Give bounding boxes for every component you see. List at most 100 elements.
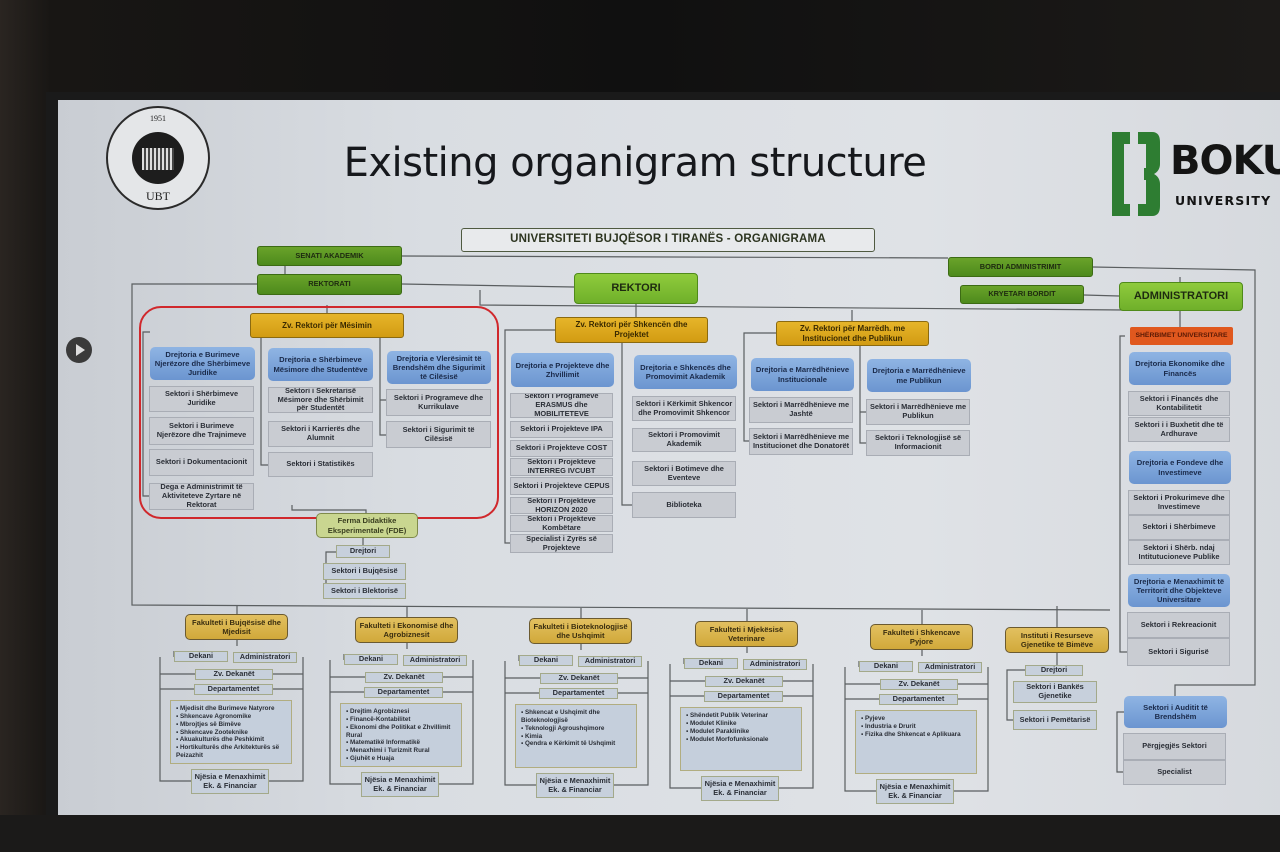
sector-box: Sektori i Shërbimeve	[1128, 515, 1230, 540]
sector-box-label: Sektori i Sigurimit të Cilësisë	[402, 424, 475, 443]
sector-box: Sektori i Programeve ERASMUS dhe MOBILIT…	[510, 393, 613, 418]
administratori-box: Administratori	[743, 659, 807, 670]
dekani-box: Dekani	[684, 658, 738, 669]
directorate-box-label: Drejtoria e Projekteve dhe Zhvillimit	[515, 360, 610, 379]
vr-relations-box-label: Zv. Rektori për Marrëdh. me Institucione…	[799, 323, 906, 343]
sector-box-label: Sektori i Shërbimeve	[1142, 522, 1216, 532]
bordi-administrimit-box-label: BORDI ADMINISTRIMIT	[979, 261, 1062, 271]
connector-line	[669, 664, 701, 789]
sector-box-label: Biblioteka	[666, 499, 702, 509]
department-item: Modulet Morfofunksionale	[686, 736, 796, 744]
fde-box-label: Ferma Didaktike Eksperimentale (FDE)	[327, 516, 407, 535]
kryetari-bordit-box: KRYETARI BORDIT	[960, 285, 1084, 304]
directorate-box: Drejtoria e Shërbimeve Mësimore dhe Stud…	[268, 348, 373, 381]
sector-box: Biblioteka	[632, 492, 736, 518]
directorate-box: Drejtoria e Marrëdhënieve Institucionale	[751, 358, 854, 391]
bordi-administrimit-box: BORDI ADMINISTRIMIT	[948, 257, 1093, 277]
boku-bracket-icon	[1112, 132, 1160, 216]
play-icon[interactable]	[66, 337, 92, 363]
institute-drejtori-box: Drejtori	[1025, 665, 1083, 676]
sector-box: Sektori i Marrëdhënieve me Jashtë	[749, 397, 853, 423]
faculty-box: Fakulteti i Mjekësisë Veterinare	[695, 621, 798, 647]
njesia-box: Njësia e Menaxhimit Ek. & Financiar	[536, 773, 614, 798]
sector-box: Sektori i Sekretarisë Mësimore dhe Shërb…	[268, 387, 373, 413]
zv-dekanet-box-label: Zv. Dekanët	[898, 679, 940, 689]
directorate-box: Drejtoria e Fondeve dhe Investimeve	[1129, 451, 1231, 484]
vr-teaching-box: Zv. Rektori për Mësimin	[250, 313, 404, 338]
connector-line	[954, 667, 989, 792]
department-item: Industria e Drurit	[861, 723, 971, 731]
sector-box: Sektori i Pemëtarisë	[1013, 710, 1097, 730]
njesia-box: Njësia e Menaxhimit Ek. & Financiar	[191, 769, 269, 794]
ubt-logo: 1951 UBT	[106, 106, 210, 210]
dekani-box-label: Dekani	[873, 661, 899, 671]
administratori-box: Administratori	[918, 662, 982, 673]
department-item: Matematikë Informatikë	[346, 739, 456, 747]
sector-box-label: Sektori i Financës dhe Kontabilitetit	[1139, 393, 1219, 412]
department-item: Pyjeve	[861, 715, 971, 723]
rektorati-box: REKTORATI	[257, 274, 402, 295]
sector-box-label: Sektori i Projekteve COST	[515, 443, 608, 453]
departamentet-box-label: Departamentet	[552, 688, 605, 698]
sector-box-label: Sektori i Marrëdhënieve me Jashtë	[752, 400, 850, 418]
department-item: Shkencave Zooteknike	[176, 729, 286, 737]
connector-line	[401, 283, 575, 288]
rektori-box-label: REKTORI	[611, 281, 661, 294]
connector-line	[844, 667, 876, 792]
njesia-box-label: Njësia e Menaxhimit Ek. & Financiar	[539, 775, 611, 794]
administratori-box-label: Administratori	[924, 662, 976, 672]
dekani-box-label: Dekani	[533, 655, 559, 665]
building-emblem-icon	[132, 132, 184, 184]
administratori-box-label: Administratori	[239, 652, 291, 662]
vr-science-box-label: Zv. Rektori për Shkencën dhe Projektet	[575, 320, 688, 339]
sector-box-label: Specialist	[1157, 767, 1192, 777]
sector-box-label: Sektori i Shërbimeve Juridike	[164, 389, 239, 407]
connector-line	[1116, 711, 1124, 773]
directorate-box: Drejtoria e Burimeve Njerëzore dhe Shërb…	[150, 347, 255, 380]
sector-box-label: Sektori i Projekteve IPA	[520, 424, 603, 434]
organigram-title-label: UNIVERSITETI BUJQËSOR I TIRANËS - ORGANI…	[510, 233, 826, 246]
sector-box-label: Sektori i Marrëdhënieve me Publikun	[869, 402, 967, 420]
sector-box-label: Sektori i Bujqësisë	[331, 566, 398, 576]
sector-box-label: Sektori i Programeve ERASMUS dhe MOBILIT…	[524, 393, 599, 418]
slide-title: Existing organigram structure	[343, 140, 927, 186]
department-item: Mbrojtjes së Bimëve	[176, 721, 286, 729]
sector-box: Sektori i Projekteve Kombëtare	[510, 515, 613, 532]
department-item: Akuakulturës dhe Peshkimit	[176, 736, 286, 744]
zv-dekanet-box-label: Zv. Dekanët	[558, 673, 600, 683]
sector-box-label: Përgjegjës Sektori	[1142, 741, 1207, 751]
faculty-box: Fakulteti i Bujqësisë dhe Mjedisit	[185, 614, 288, 640]
faculty-box-label: Fakulteti i Shkencave Pyjore	[882, 627, 961, 646]
administratori-box: Administratori	[578, 656, 642, 667]
department-item: Kimia	[521, 733, 631, 741]
zv-dekanet-box-label: Zv. Dekanët	[383, 672, 425, 682]
institute-box: Instituti i Resurseve Gjenetike të Bimëv…	[1005, 627, 1109, 653]
fde-drejtori-box-label: Drejtori	[349, 546, 377, 556]
audit-box-label: Sektori i Auditit të Brendshëm	[1143, 702, 1208, 721]
department-item: Modulet Klinike	[686, 720, 796, 728]
faculty-box: Fakulteti i Ekonomisë dhe Agrobiznesit	[355, 617, 458, 643]
connector-line	[260, 332, 268, 466]
zv-dekanet-box: Zv. Dekanët	[195, 669, 273, 680]
administratori-box: Administratori	[233, 652, 297, 663]
connector-line	[379, 332, 386, 436]
sector-box: Sektori i Rekreacionit	[1127, 612, 1230, 638]
boku-name: BOKU	[1170, 138, 1280, 184]
sector-box-label: Sektori i Prokurimeve dhe Investimeve	[1133, 492, 1225, 511]
departamentet-box: Departamentet	[704, 691, 783, 702]
faculty-box: Fakulteti i Shkencave Pyjore	[870, 624, 973, 650]
sector-box: Sektori i Prokurimeve dhe Investimeve	[1128, 490, 1230, 515]
sector-box: Sektori i Financës dhe Kontabilitetit	[1128, 391, 1230, 416]
sector-box-label: Sektori i Sekretarisë Mësimore dhe Shërb…	[277, 387, 364, 413]
faculty-box-label: Fakulteti i Bioteknologjisë dhe Ushqimit	[533, 621, 628, 640]
sector-box-label: Sektori i Burimeve Njerëzore dhe Trajnim…	[156, 421, 247, 439]
department-item: Shkencave Agronomike	[176, 713, 286, 721]
directorate-box-label: Drejtoria e Burimeve Njerëzore dhe Shërb…	[154, 349, 251, 378]
connector-line	[504, 661, 536, 786]
faculty-box-label: Fakulteti i Ekonomisë dhe Agrobiznesit	[359, 620, 454, 639]
faculty-box: Fakulteti i Bioteknologjisë dhe Ushqimit	[529, 618, 632, 644]
dekani-box-label: Dekani	[698, 658, 724, 668]
sector-box: Sektori i Projekteve CEPUS	[510, 477, 613, 495]
departments-list: Drejtim AgrobiznesiFinancë-KontabilitetE…	[340, 703, 462, 767]
department-item: Shëndetit Publik Veterinar	[686, 712, 796, 720]
